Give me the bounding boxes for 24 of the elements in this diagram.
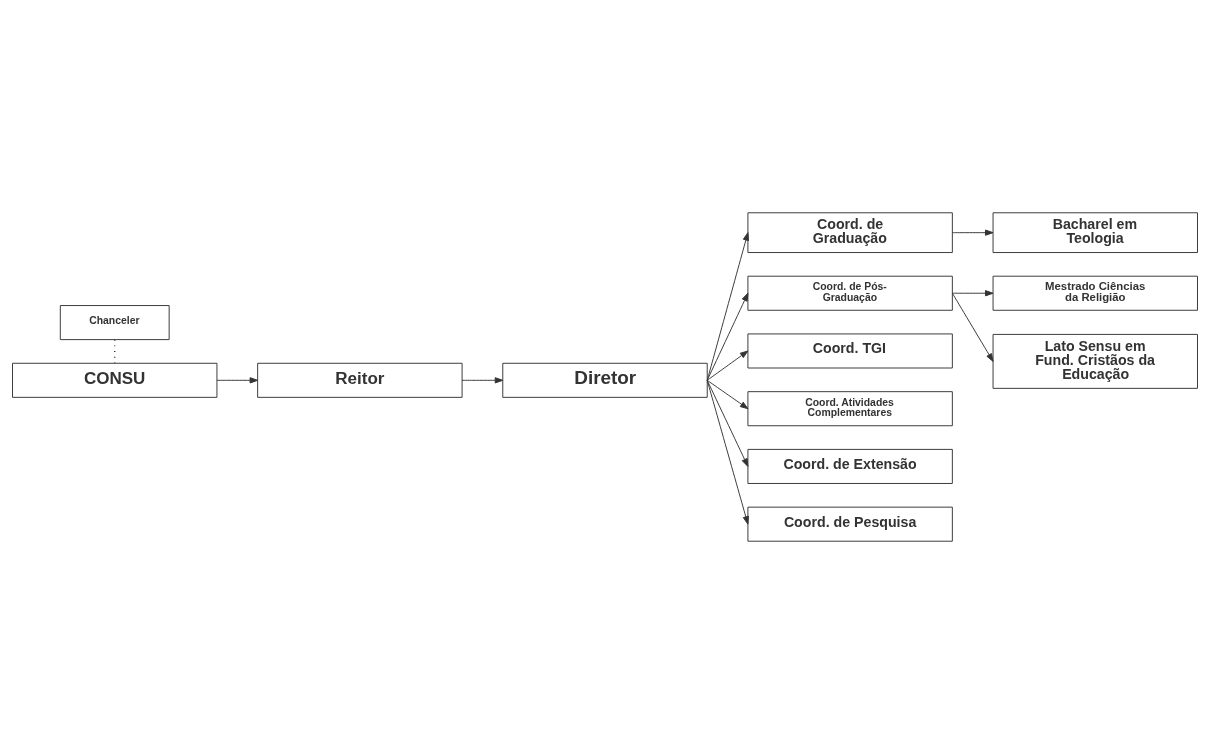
node-box: Bacharel em Teologia — [992, 211, 1198, 253]
node-box: Coord. Atividades Complementares — [747, 390, 953, 426]
arrow — [706, 350, 749, 381]
node-box: CONSU — [12, 362, 218, 398]
arrow — [951, 229, 994, 236]
node-box: Coord. de Pesquisa — [747, 506, 953, 542]
arrow — [706, 379, 749, 467]
node-box: Mestrado Ciências da Religião — [992, 275, 1198, 311]
arrow — [706, 379, 749, 525]
node-box: Lato Sensu em Fund. Cristãos da Educação — [992, 333, 1198, 389]
node-box: Coord. de Pós-Graduação — [747, 275, 953, 311]
node-box: Reitor — [257, 362, 463, 398]
node-box: Coord. TGI — [747, 332, 953, 368]
arrow — [951, 292, 994, 362]
arrow — [706, 231, 749, 381]
node-box: Chanceler — [59, 304, 170, 340]
arrow — [461, 376, 504, 383]
arrow — [951, 289, 994, 296]
node-box: Coord. de Graduação — [747, 211, 953, 253]
arrow — [706, 292, 749, 381]
arrow — [216, 376, 259, 383]
arrow — [706, 379, 749, 409]
node-box: Coord. de Extensão — [747, 448, 953, 484]
node-box: Diretor — [502, 362, 708, 398]
